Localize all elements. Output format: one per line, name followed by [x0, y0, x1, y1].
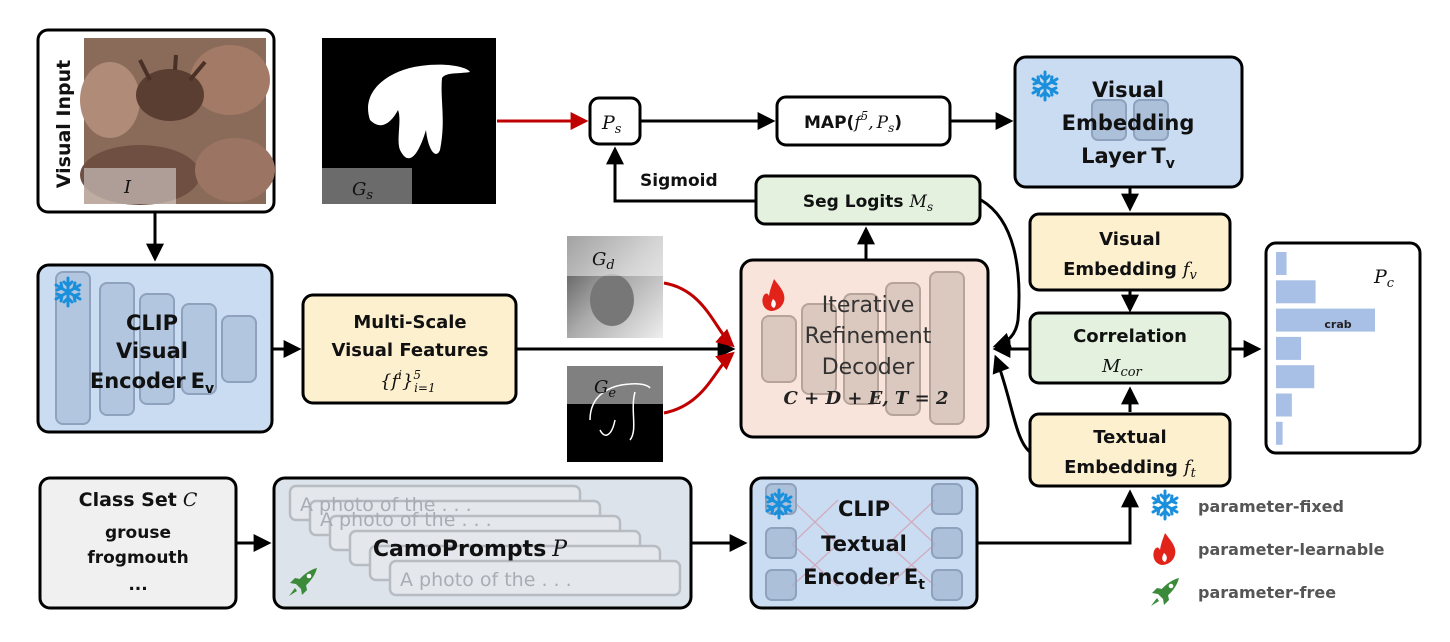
pc-bar	[1276, 252, 1287, 275]
pc-bar	[1276, 336, 1302, 360]
cve-line2: Visual	[116, 339, 188, 363]
sigmoid-label: Sigmoid	[640, 171, 718, 191]
visual-input-panel: Visual Input I	[36, 28, 276, 214]
ft-line1: Textual	[1093, 427, 1166, 448]
seg-mask-gs: Gs	[322, 38, 496, 204]
arrow-sigmoid	[606, 146, 755, 203]
input-image-label: I	[123, 177, 132, 198]
map-label: MAP(f5,Ps)	[804, 109, 902, 135]
snowflake-icon	[1151, 489, 1179, 521]
correlation-title: Correlation	[1073, 326, 1187, 347]
visual-input-title: Visual Input	[53, 60, 75, 188]
msf-line2: Visual Features	[331, 340, 488, 361]
arrow-text-encoder-to-ft	[978, 489, 1139, 545]
flame-icon	[1153, 533, 1176, 565]
pc-bar	[1276, 365, 1315, 389]
correlation-symbol: Mcor	[1101, 356, 1143, 380]
pc-bar	[1276, 280, 1316, 304]
depth-map-gd: Gd	[567, 236, 663, 338]
depth-map-label: Gd	[592, 249, 615, 273]
pc-highlight-label: crab	[1324, 318, 1351, 331]
pc-bar	[1276, 421, 1283, 445]
cte-line1: CLIP	[838, 497, 890, 521]
ps-label: Ps	[601, 112, 622, 137]
legend-label: parameter-learnable	[1198, 540, 1385, 559]
legend: parameter-fixed parameter-learnable para…	[1151, 489, 1385, 606]
class-item: grouse	[105, 523, 171, 543]
ps-node: Ps	[588, 96, 642, 146]
rocket-icon	[1151, 578, 1179, 606]
camoprompts-box: A photo of the . . . A photo of the . . …	[272, 476, 693, 610]
input-image: I	[80, 38, 275, 205]
fv-line1: Visual	[1099, 229, 1161, 250]
map-box: MAP(f5,Ps)	[775, 95, 952, 147]
prompt-line: A photo of the . . .	[400, 569, 572, 591]
decoder-formula: C + D + E, T = 2	[784, 388, 949, 409]
pc-bar	[1276, 308, 1375, 332]
pc-bar	[1276, 393, 1292, 417]
arrow-ge-to-decoder	[663, 351, 735, 415]
legend-label: parameter-fixed	[1198, 497, 1344, 516]
cve-line1: CLIP	[126, 311, 178, 335]
prompt-line: A photo of the . . .	[300, 494, 472, 516]
pc-bars	[1276, 252, 1375, 445]
prompt-stack	[288, 484, 682, 597]
edge-map-label: Ge	[594, 377, 616, 401]
msf-line1: Multi-Scale	[353, 312, 466, 333]
correlation-box: Correlation Mcor	[1028, 311, 1232, 385]
decoder-line1: Iterative	[822, 293, 914, 318]
class-item: frogmouth	[87, 548, 188, 568]
seg-mask-label: Gs	[352, 179, 373, 203]
arrow-seglogits-feedback	[980, 198, 1021, 350]
arrow-gd-to-decoder	[663, 281, 735, 348]
cte-line2: Textual	[821, 532, 907, 556]
pc-panel: Pc crab	[1264, 241, 1422, 455]
decoder-line2: Refinement	[805, 324, 932, 349]
arrow-ft-to-decoder	[992, 354, 1032, 454]
vel-line1: Visual	[1092, 78, 1164, 102]
iterative-refinement-decoder: Iterative Refinement Decoder C + D + E, …	[739, 258, 990, 439]
edge-map-ge: Ge	[567, 366, 663, 462]
decoder-line3: Decoder	[822, 355, 916, 380]
vel-line2: Embedding	[1062, 111, 1195, 135]
legend-label: parameter-free	[1198, 583, 1336, 602]
prompt-line: A photo of the . . .	[320, 509, 492, 531]
class-item: ...	[128, 575, 147, 595]
pc-label: Pc	[1373, 266, 1395, 291]
